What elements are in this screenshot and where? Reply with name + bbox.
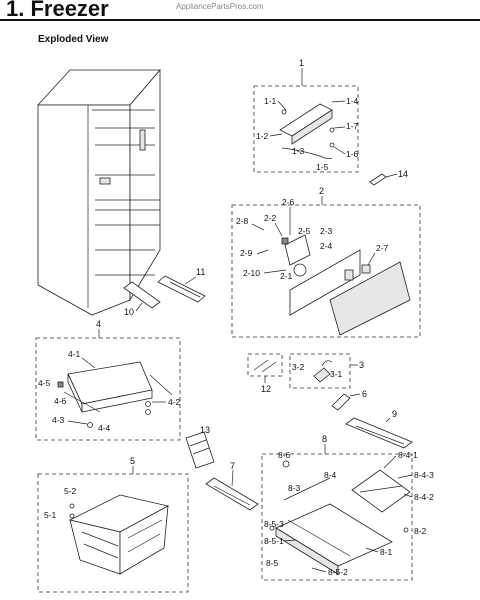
callout-label: 1-2 — [256, 131, 269, 141]
group-2-box — [231, 204, 421, 338]
callout-label: 1-7 — [346, 121, 359, 131]
callout-label: 8-2 — [414, 526, 427, 536]
callout-label: 8-4 — [324, 470, 337, 480]
page-title: 1. Freezer — [6, 0, 109, 21]
callout-label: 5-1 — [44, 510, 57, 520]
callout-label: 2-1 — [280, 271, 293, 281]
callout-label: 8-4-1 — [398, 450, 418, 460]
callout-label: 2-3 — [320, 226, 333, 236]
group-number: 11 — [196, 267, 205, 277]
callout-label: 4-6 — [54, 396, 67, 406]
callout-label: 2-4 — [320, 241, 333, 251]
callout-label: 8-5-1 — [264, 536, 284, 546]
watermark: AppliancePartsPros.com — [176, 2, 264, 11]
callout-label: 4-2 — [168, 397, 181, 407]
part-12: 12 — [247, 353, 283, 394]
callout-label: 4-1 — [68, 349, 81, 359]
callout-label: 1-5 — [316, 162, 329, 172]
callout-label: 8-6 — [278, 450, 291, 460]
callout-label: 8-3 — [288, 483, 301, 493]
group-4: 4 4-1 4-5 4-6 4-2 4-3 4-4 — [35, 319, 181, 441]
group-1-box — [253, 85, 359, 173]
group-number: 12 — [261, 384, 271, 394]
title-divider — [0, 19, 480, 21]
group-5-box — [37, 473, 189, 593]
callout-label: 2-5 — [298, 226, 311, 236]
group-2: 2 2-6 2-2 2-8 2-5 2-3 2-4 2-9 2-7 2-10 2… — [231, 186, 421, 338]
part-13: 13 — [185, 425, 215, 469]
group-3: 3 3-2 3-1 — [289, 353, 364, 389]
part-6: 6 — [331, 389, 367, 411]
refrigerator-cabinet — [37, 68, 161, 316]
callout-label: 1-1 — [264, 96, 277, 106]
part-7: 7 — [205, 461, 259, 511]
callout-label: 8-5-2 — [328, 567, 348, 577]
callout-label: 3-2 — [292, 362, 305, 372]
part-10: 10 — [123, 281, 161, 317]
callout-label: 8-4-2 — [414, 492, 434, 502]
callout-label: 1-4 — [346, 96, 359, 106]
group-number: 2 — [319, 186, 324, 196]
group-number: 4 — [96, 319, 101, 329]
group-8: 8 8-6 8-4 8-4-1 8-4-3 8-4-2 8-3 8-2 8-5-… — [261, 434, 434, 581]
part-9: 9 — [345, 409, 413, 449]
group-number: 7 — [230, 461, 235, 471]
callout-label: 8-5-3 — [264, 519, 284, 529]
group-number: 3 — [359, 360, 364, 370]
callout-label: 2-7 — [376, 243, 389, 253]
group-number: 8 — [322, 434, 327, 444]
callout-label: 2-9 — [240, 248, 253, 258]
callout-label: 2-8 — [236, 216, 249, 226]
callout-label: 8-5 — [266, 558, 279, 568]
exploded-view-heading: Exploded View — [38, 34, 109, 45]
callout-label: 1-6 — [346, 149, 359, 159]
callout-label: 5-2 — [64, 486, 77, 496]
group-number: 1 — [299, 58, 304, 68]
group-3-box — [289, 353, 351, 389]
group-5: 5 5-2 5-1 — [37, 456, 189, 593]
group-number: 14 — [398, 169, 408, 179]
group-1: 1 1-1 1-4 1-2 1-7 1-3 1-6 1-5 — [253, 58, 359, 173]
group-8-box — [261, 453, 413, 581]
part-14: 14 — [369, 169, 408, 186]
callout-label: 8-1 — [380, 547, 393, 557]
part-11: 11 — [157, 267, 206, 303]
callout-label: 2-2 — [264, 213, 277, 223]
callout-label: 4-5 — [38, 378, 51, 388]
callout-label: 4-4 — [98, 423, 111, 433]
group-4-box — [35, 337, 181, 441]
callout-label: 2-10 — [243, 268, 260, 278]
group-number: 5 — [130, 456, 135, 466]
group-number: 13 — [200, 425, 210, 435]
group-number: 9 — [392, 409, 397, 419]
group-12-box — [247, 353, 283, 377]
group-number: 10 — [124, 307, 134, 317]
callout-label: 4-3 — [52, 415, 65, 425]
callout-label: 8-4-3 — [414, 470, 434, 480]
callout-label: 3-1 — [330, 369, 343, 379]
callout-label: 1-3 — [292, 146, 305, 156]
callout-label: 2-6 — [282, 197, 295, 207]
group-number: 6 — [362, 389, 367, 399]
